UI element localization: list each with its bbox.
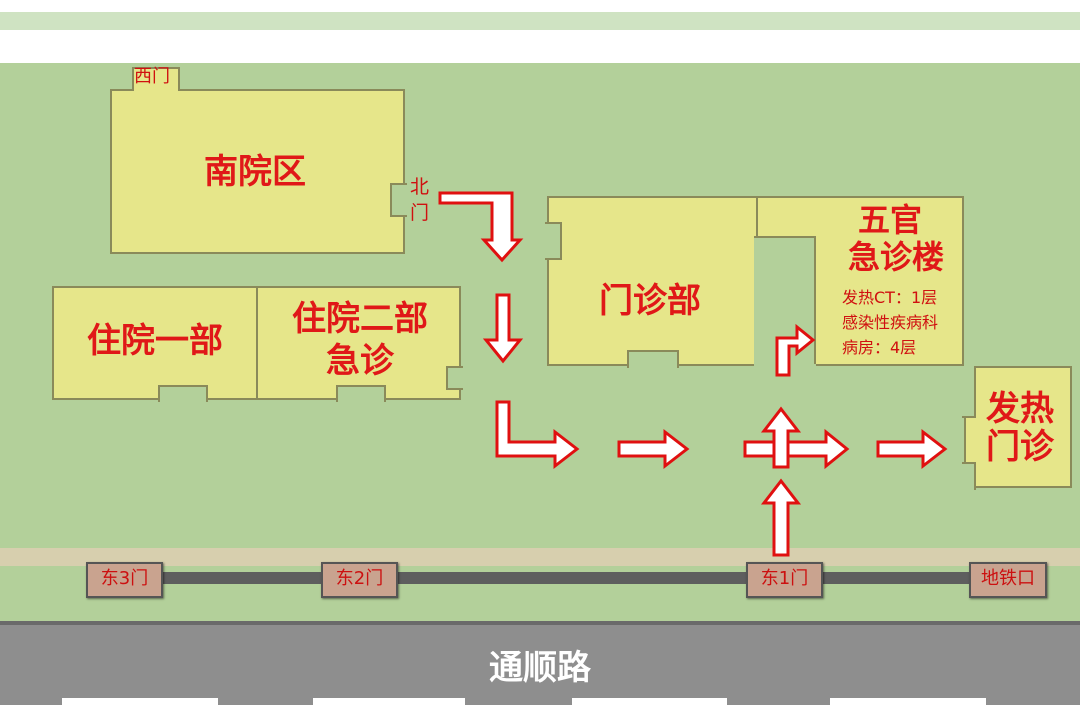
inpatient-1-notch xyxy=(158,385,208,402)
route-arrow-right-1 xyxy=(617,428,690,470)
south-campus-label: 南院区 xyxy=(204,152,306,192)
top-white-strip xyxy=(0,30,1080,63)
ent-emergency-label-1: 五官 xyxy=(857,201,922,239)
route-arrow-up-cross xyxy=(760,406,802,469)
inpatient-1-building[interactable] xyxy=(52,286,260,400)
fever-clinic-building[interactable] xyxy=(964,366,1072,488)
route-arrow-north-gate xyxy=(438,191,524,263)
route-arrow-up-from-east1 xyxy=(760,478,802,557)
inpatient-2-notch xyxy=(446,366,463,390)
inpatient-2-sub-label: 急诊 xyxy=(326,341,394,381)
metro-exit[interactable]: 地铁口 xyxy=(969,562,1047,598)
west-gate[interactable] xyxy=(132,67,180,91)
outpatient-notch-left xyxy=(545,222,562,260)
route-arrow-right-2 xyxy=(743,428,850,470)
east1-gate[interactable]: 东1门 xyxy=(746,562,823,598)
outpatient-label: 门诊部 xyxy=(599,281,701,321)
inpatient-2-notch-bottom xyxy=(336,385,386,402)
west-gate-label: 西门 xyxy=(134,66,170,87)
north-gate-label-2: 门 xyxy=(410,202,430,224)
fever-clinic-label-1: 发热 xyxy=(986,389,1054,429)
route-arrow-down xyxy=(482,293,524,364)
road-marking xyxy=(572,698,727,705)
road-name: 通顺路 xyxy=(489,648,591,688)
inpatient-2-label: 住院二部 xyxy=(292,299,428,339)
fever-clinic-notch-bottom xyxy=(962,462,976,490)
road-marking xyxy=(830,698,986,705)
road xyxy=(0,621,1080,705)
ent-emergency-label-2: 急诊楼 xyxy=(847,238,944,276)
south-campus-building[interactable] xyxy=(110,89,405,254)
road-marking xyxy=(62,698,218,705)
route-arrow-elbow xyxy=(495,400,580,470)
south-campus-notch xyxy=(390,183,407,217)
ent-note-ward: 病房：4层 xyxy=(842,338,917,357)
east2-gate[interactable]: 东2门 xyxy=(321,562,398,598)
fever-clinic-notch-top xyxy=(962,366,976,418)
inpatient-1-label: 住院一部 xyxy=(87,321,223,361)
inpatient-2-building[interactable] xyxy=(256,286,461,400)
ent-note-fever-ct: 发热CT：1层 xyxy=(842,288,938,307)
road-marking xyxy=(313,698,465,705)
route-arrow-right-3 xyxy=(876,428,948,470)
top-light-strip xyxy=(0,12,1080,30)
ent-note-infectious-dept: 感染性疾病科 xyxy=(842,313,939,332)
boundary-strip xyxy=(0,548,1080,566)
east3-gate[interactable]: 东3门 xyxy=(86,562,163,598)
route-arrow-to-ent xyxy=(775,323,816,377)
north-gate-label-1: 北 xyxy=(410,176,430,198)
fever-clinic-label-2: 门诊 xyxy=(986,427,1054,467)
outpatient-notch-bottom xyxy=(627,350,679,368)
